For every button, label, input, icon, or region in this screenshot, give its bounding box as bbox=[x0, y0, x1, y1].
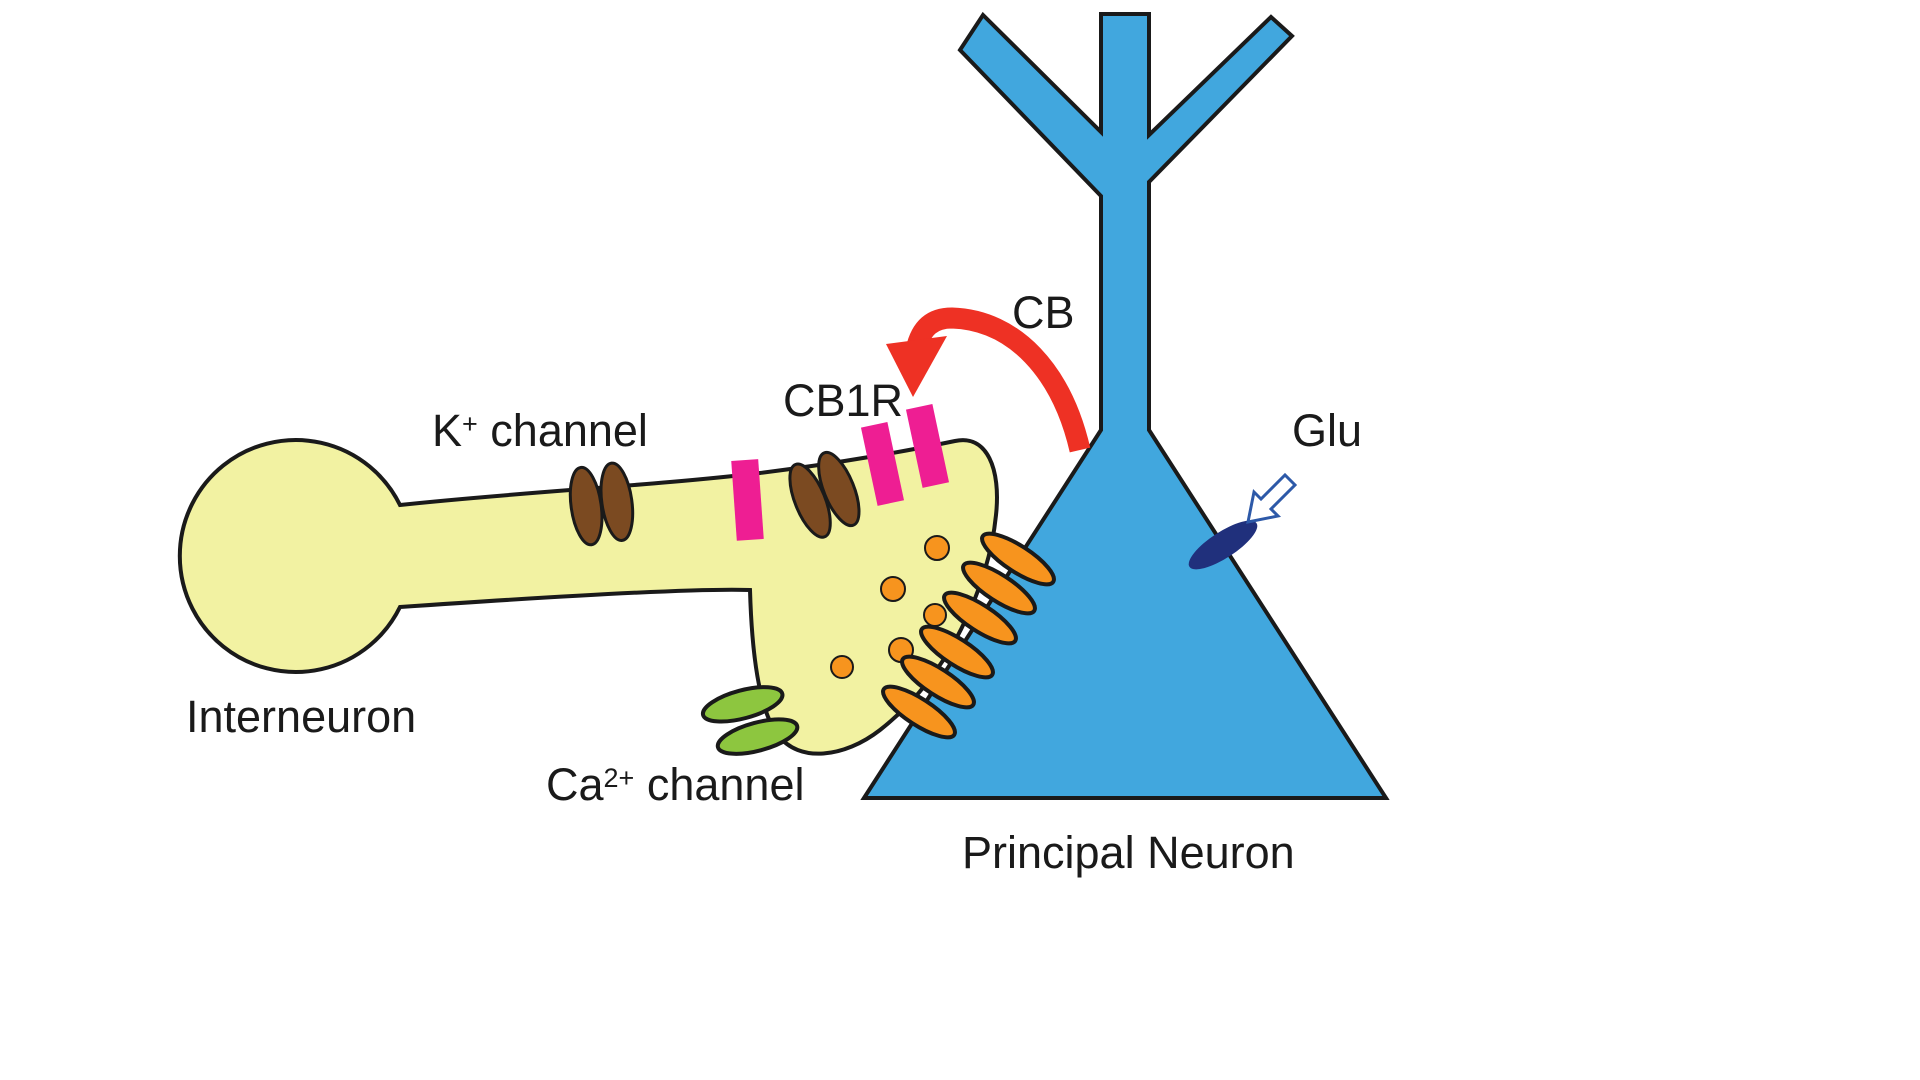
synaptic-vesicles bbox=[830, 535, 950, 679]
postsynaptic-receptors-lower bbox=[881, 624, 995, 740]
ca-channel-subunit bbox=[715, 717, 800, 756]
cb1r-receptors bbox=[731, 403, 950, 541]
k-channel-label-rest: channel bbox=[477, 405, 648, 456]
postsynaptic-receptors-upper bbox=[942, 531, 1056, 646]
cb1r-label-text: CB1R bbox=[783, 375, 904, 426]
k-channel-label: K+ channel bbox=[432, 406, 648, 456]
cb-arrow-icon bbox=[886, 307, 1091, 453]
cb-arrow-shaft bbox=[905, 307, 1091, 453]
glu-label: Glu bbox=[1292, 406, 1362, 456]
cb-label: CB bbox=[1012, 288, 1075, 338]
receptor-subunit bbox=[919, 624, 995, 680]
ca-channel bbox=[700, 685, 800, 756]
cb1r-label: CB1R bbox=[783, 376, 903, 426]
ca-channel-label-sup: 2+ bbox=[603, 762, 635, 793]
ca-channel-label: Ca2+ channel bbox=[546, 760, 804, 810]
cb-arrow-head bbox=[886, 336, 947, 397]
vesicle bbox=[830, 655, 854, 679]
ca-channel-subunit bbox=[700, 685, 785, 724]
vesicle bbox=[924, 535, 950, 561]
receptor-subunit bbox=[980, 531, 1056, 587]
receptor-subunit bbox=[900, 654, 976, 710]
ca-channel-label-base: Ca bbox=[546, 759, 604, 810]
ca-channel-label-rest: channel bbox=[634, 759, 805, 810]
cb1r-receptor bbox=[731, 459, 764, 541]
k-channel-label-sup: + bbox=[462, 408, 478, 439]
cb1r-receptor bbox=[905, 403, 950, 488]
receptor-subunit bbox=[942, 590, 1018, 646]
glu-arrow-icon bbox=[1246, 472, 1298, 524]
cb1r-receptor bbox=[860, 421, 905, 506]
interneuron-label: Interneuron bbox=[186, 692, 416, 742]
k-channel-axon bbox=[568, 461, 635, 547]
vesicle bbox=[923, 603, 947, 627]
k-channel-subunit bbox=[817, 450, 861, 528]
receptor-subunit bbox=[881, 684, 957, 740]
vesicle bbox=[880, 576, 906, 602]
principal-neuron-label-text: Principal Neuron bbox=[962, 827, 1295, 878]
receptor-subunit bbox=[961, 560, 1037, 616]
cb-label-text: CB bbox=[1012, 287, 1075, 338]
principal-neuron-label: Principal Neuron bbox=[962, 828, 1295, 878]
k-channel-label-base: K bbox=[432, 405, 463, 456]
interneuron-label-text: Interneuron bbox=[186, 691, 417, 742]
k-channel-subunit bbox=[599, 461, 635, 542]
glu-label-text: Glu bbox=[1292, 405, 1363, 456]
k-channel-terminal bbox=[788, 450, 861, 539]
glu-receptor bbox=[1188, 520, 1258, 570]
